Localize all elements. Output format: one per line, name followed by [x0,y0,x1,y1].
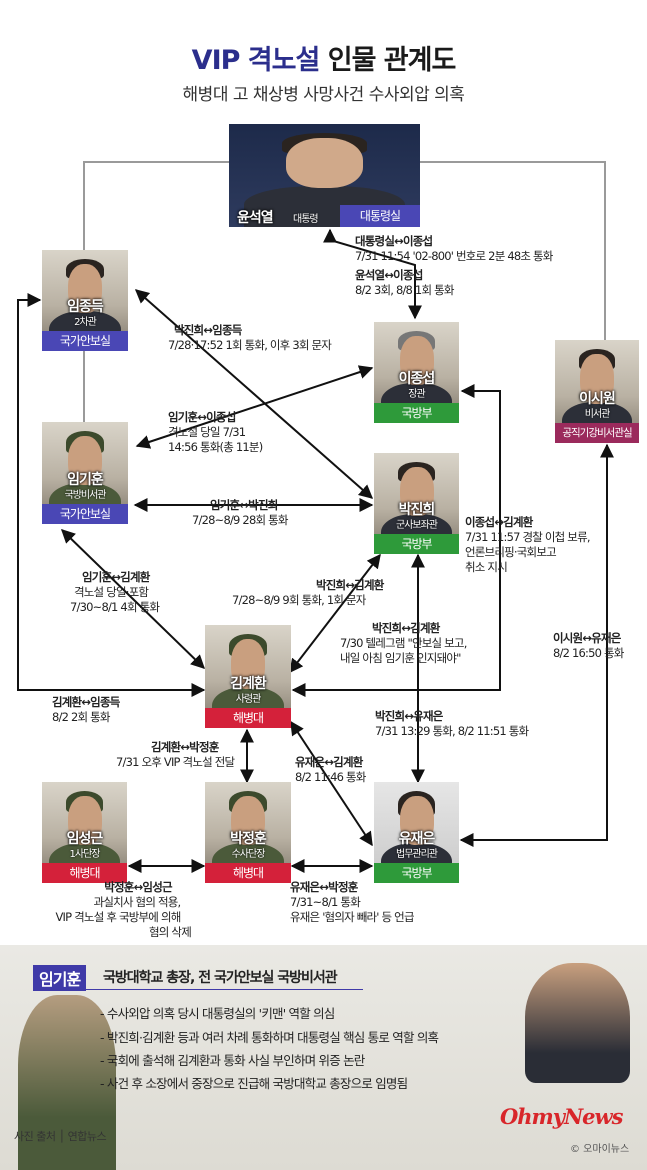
page-subtitle: 해병대 고 채상병 사망사건 수사외압 의혹 [182,85,465,105]
node-role: 2차관 [74,317,97,328]
node-name: 이시원 [579,391,616,407]
title-rest: 인물 관계도 [319,45,457,76]
node-role: 법무관리관 [396,849,438,860]
profile-bullet: 수사외압 의혹 당시 대통령실의 '키맨' 역할 의심 [100,1003,335,1022]
node-org: 해병대 [205,708,291,728]
arrow-kim-yoo [290,720,373,847]
arrow-yoon-lee [323,228,422,320]
arrow-lim-park [134,289,374,499]
profile-name: 임기훈 [33,965,87,991]
arrow-kim-lim [17,293,206,697]
photo-credit: 사진 출처 │ 연합뉴스 [14,1130,107,1143]
node-role: 대통령 [293,214,319,225]
profile-divider [33,989,363,990]
relationship-lines [17,161,614,873]
node-lee-siwon[interactable]: 이시원 비서관 공직기강비서관실 [555,340,639,443]
ohmynews-logo: OhmyNews [500,1104,623,1129]
node-org: 국방부 [374,534,459,554]
node-yoo-jaeeun[interactable]: 유재은 법무관리관 국방부 [374,782,459,883]
profile-bullet: 국회에 출석해 김계환과 통화 사실 부인하며 위증 논란 [100,1050,365,1069]
node-name: 박진희 [398,502,436,518]
node-role: 장관 [408,389,425,400]
profile-bullet: 사건 후 소장에서 중장으로 진급해 국방대학교 총장으로 임명됨 [100,1073,408,1092]
node-role: 사령관 [235,694,262,705]
frame-line-left [83,161,229,250]
node-name: 임기훈 [67,472,104,488]
node-name: 임성근 [66,831,104,847]
node-yoon[interactable]: 윤석열 대통령 대통령실 [229,124,420,227]
node-name: 윤석열 [237,210,274,226]
copyright: © 오마이뉴스 [570,1144,630,1155]
node-name: 유재은 [398,831,436,847]
node-lim-jongdeuk[interactable]: 임종득 2차관 국가안보실 [42,250,128,351]
node-org: 해병대 [205,863,291,883]
node-org: 국가안보실 [42,504,128,524]
title-highlight: VIP 격노설 [191,45,321,76]
node-org: 국방부 [374,403,459,423]
node-lim-seonggeun[interactable]: 임성근 1사단장 해병대 [42,782,127,883]
node-role: 비서관 [584,409,611,420]
node-role: 수사단장 [231,849,266,860]
node-role: 국방비서관 [64,490,107,501]
frame-line-right [420,161,606,340]
node-role: 군사보좌관 [396,520,438,531]
page-title: VIP 격노설 인물 관계도 [0,38,647,77]
profile-bullet: 박진희·김계환 등과 여러 차례 통화하며 대통령실 핵심 통로 역할 의혹 [100,1027,439,1046]
node-name: 김계환 [230,676,267,692]
profile-title: 국방대학교 총장, 전 국가안보실 국방비서관 [103,970,338,986]
node-org: 국방부 [374,863,459,883]
profile-photo-right [525,963,630,1083]
node-org: 해병대 [42,863,127,883]
node-kim-gyehwan[interactable]: 김계환 사령관 해병대 [205,625,291,728]
node-name: 박정훈 [230,831,267,847]
node-org: 공직기강비서관실 [555,423,639,443]
node-role: 1사단장 [69,849,101,860]
node-park-jeonghun[interactable]: 박정훈 수사단장 해병대 [205,782,291,883]
node-name: 이종섭 [398,371,436,387]
node-org: 국가안보실 [42,331,128,351]
node-lee-jongseop[interactable]: 이종섭 장관 국방부 [374,322,459,423]
node-name: 임종득 [67,299,104,315]
node-org: 대통령실 [340,205,420,227]
node-lim-gihun[interactable]: 임기훈 국방비서관 국가안보실 [42,422,128,524]
arrow-siwon-yoo [459,443,614,847]
node-park-jinhee[interactable]: 박진희 군사보좌관 국방부 [374,453,459,554]
